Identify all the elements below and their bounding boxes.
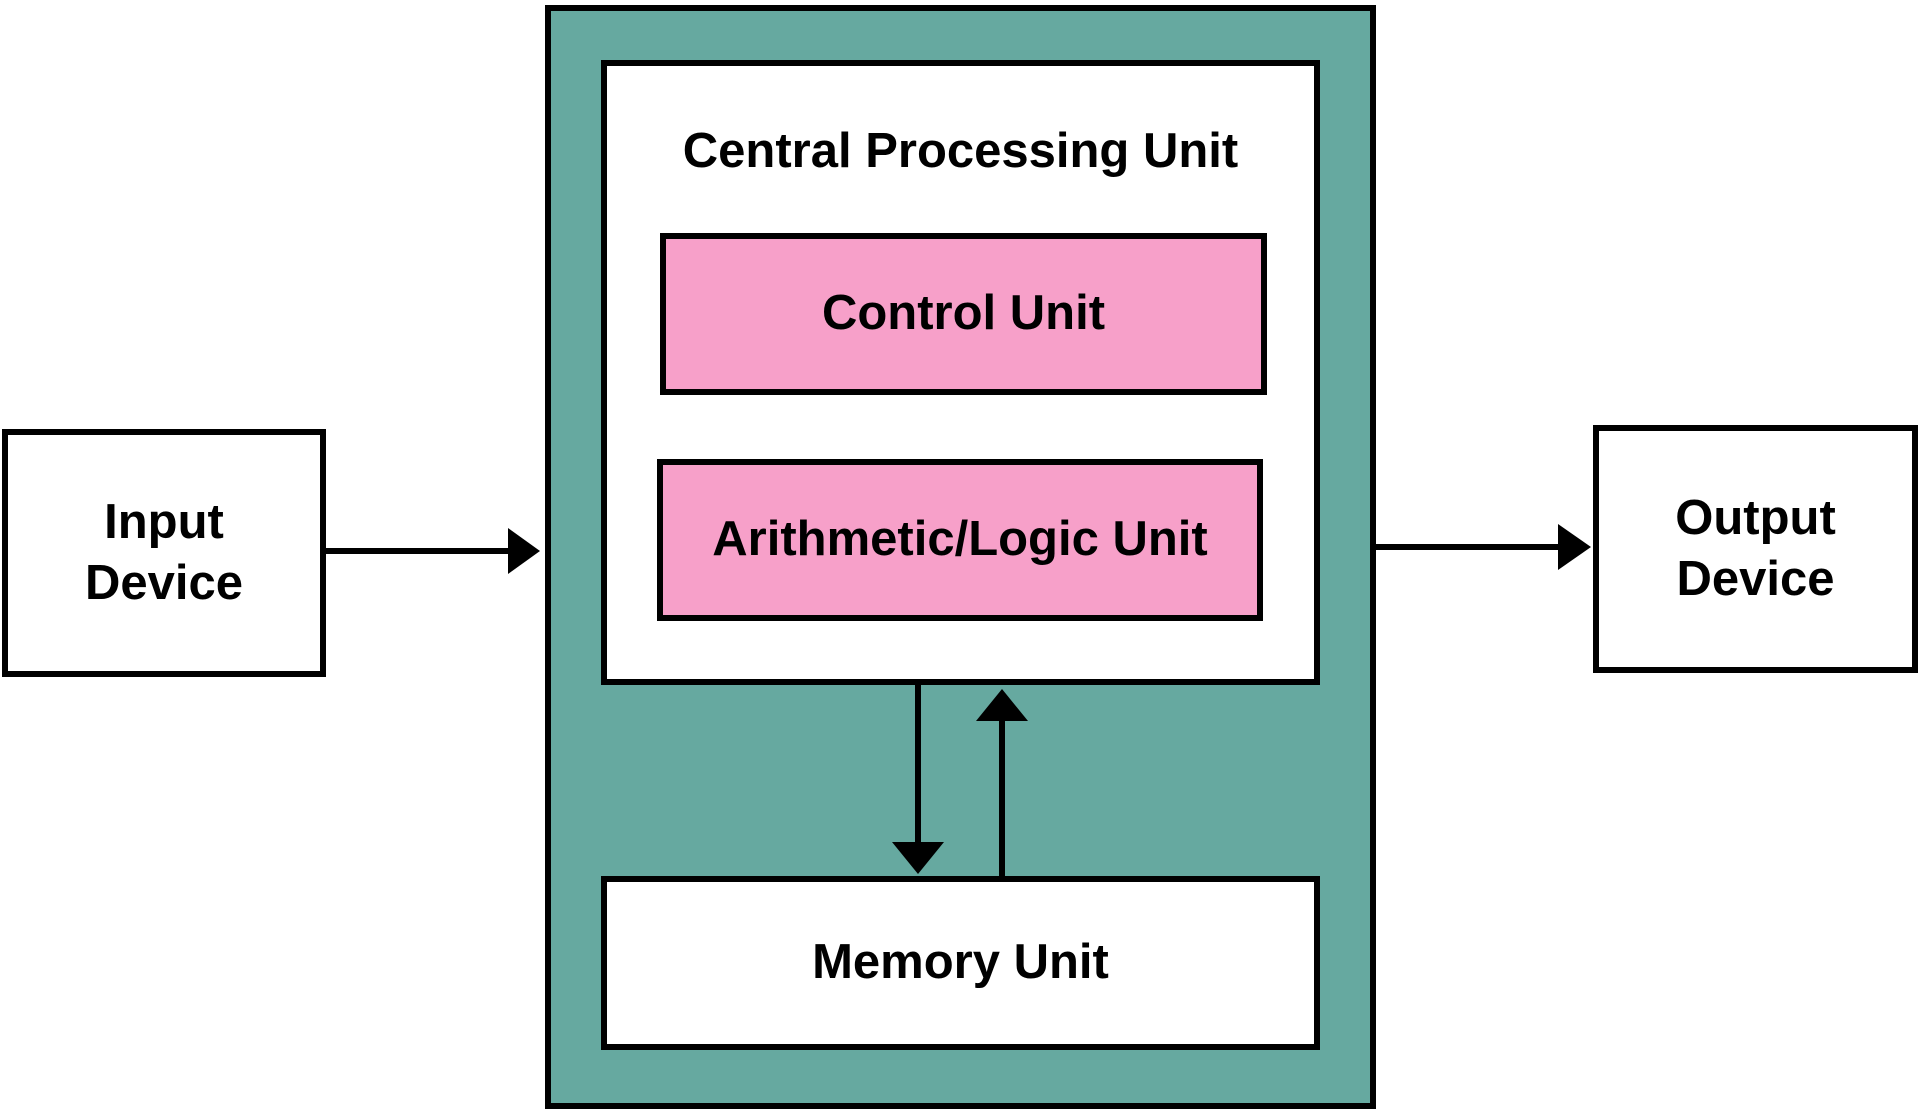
output-device-label-line1: Output — [1675, 490, 1836, 545]
control-unit-label: Control Unit — [821, 286, 1106, 341]
output-device-box: Output Device — [1593, 425, 1918, 673]
input-device-label-line1: Input — [104, 494, 224, 549]
cpu-title: Central Processing Unit — [682, 124, 1239, 178]
input-device-box: Input Device — [2, 429, 326, 677]
memory-unit-box: Memory Unit — [601, 876, 1320, 1050]
input-device-label-line2: Device — [84, 556, 243, 610]
input-to-cpu-arrow — [326, 528, 540, 574]
alu-label: Arithmetic/Logic Unit — [712, 512, 1208, 567]
memory-unit-label: Memory Unit — [812, 935, 1109, 990]
memory-to-cpu-arrow — [976, 689, 1028, 876]
cpu-to-memory-arrow — [892, 685, 944, 874]
output-device-label-line2: Device — [1676, 552, 1835, 606]
alu-box: Arithmetic/Logic Unit — [657, 459, 1263, 621]
cpu-to-output-arrow — [1376, 524, 1591, 570]
control-unit-box: Control Unit — [660, 233, 1267, 395]
